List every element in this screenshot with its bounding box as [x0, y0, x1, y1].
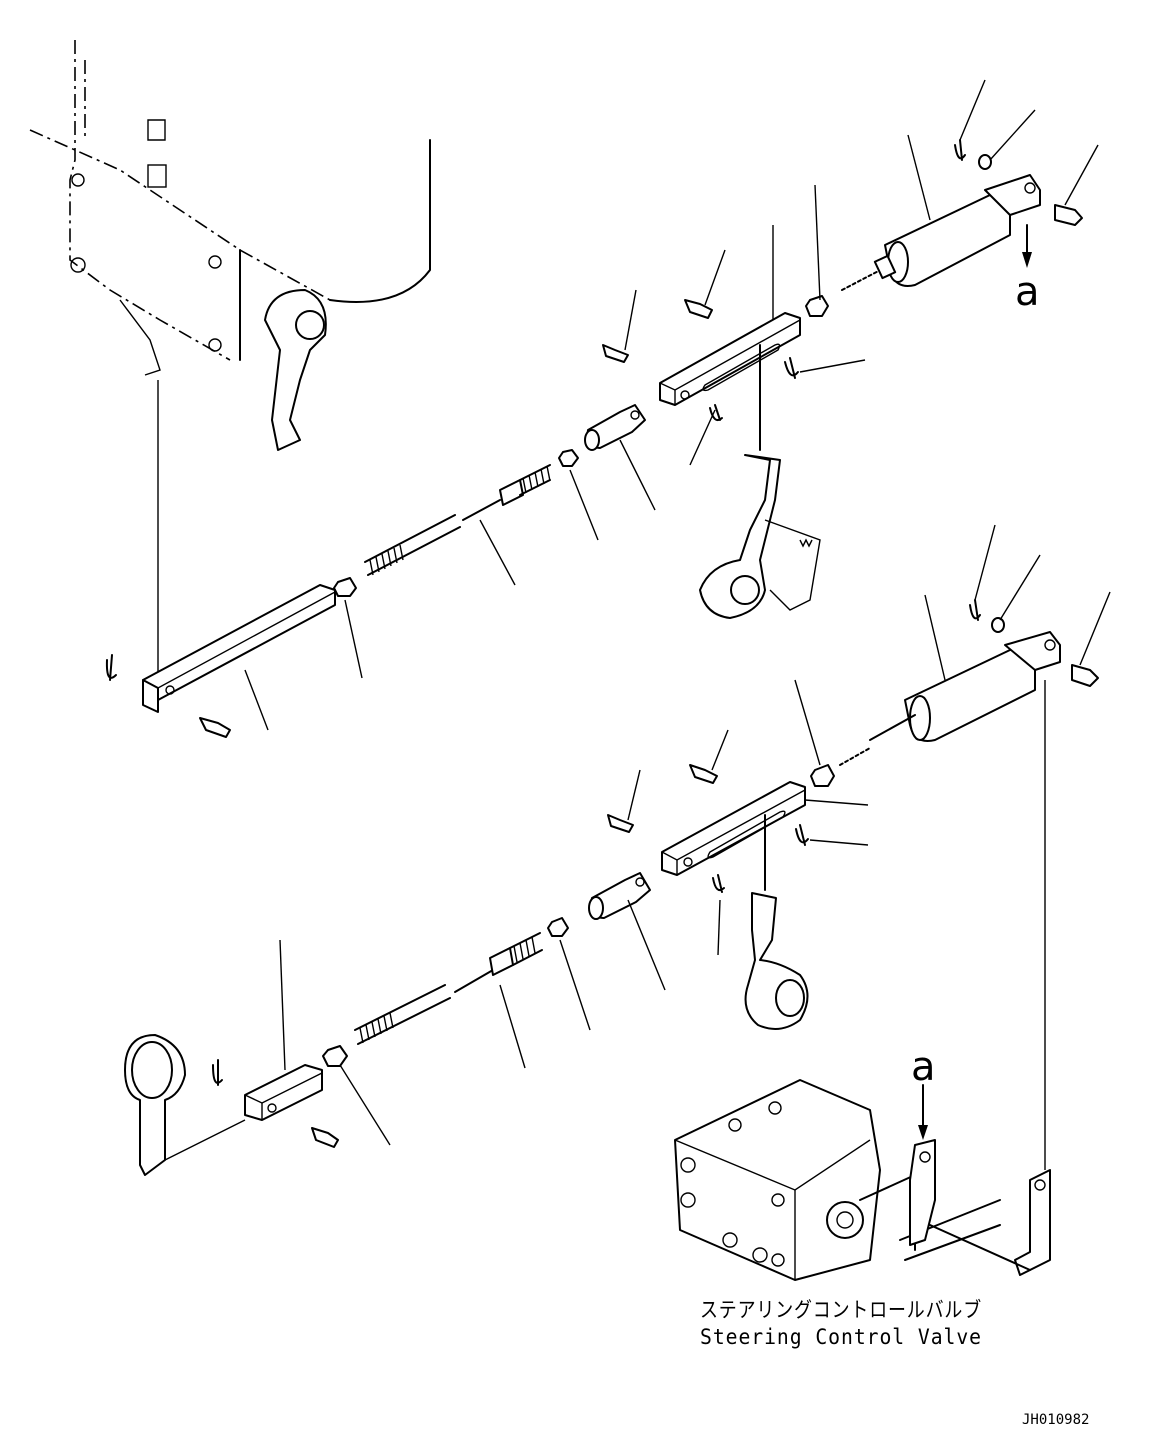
upper-pin-a: [684, 299, 713, 319]
upper-assembly: a: [105, 139, 1083, 738]
steering-control-valve: a: [674, 1044, 1051, 1281]
upper-square-bar: [142, 584, 336, 713]
upper-pin-right: [1054, 204, 1083, 226]
drawing-code: JH010982: [1022, 1412, 1089, 1428]
upper-washer: [978, 154, 992, 170]
lower-pin-b: [607, 814, 634, 833]
lower-leaders: [279, 524, 1111, 1170]
upper-bar-pin: [199, 717, 231, 738]
arrow-a-bottom-label: a: [911, 1044, 936, 1090]
upper-nut-b: [558, 449, 579, 467]
frame-body: [29, 40, 431, 451]
lower-pin-a: [689, 764, 718, 784]
lower-block-pin: [311, 1127, 339, 1148]
upper-cylinder: [841, 174, 1041, 291]
upper-cotter: [954, 139, 966, 161]
upper-slotted-bar: [659, 312, 801, 406]
lower-washer: [991, 617, 1005, 633]
upper-nut-c: [333, 577, 357, 597]
lower-lever: [744, 892, 809, 1030]
lower-block: [244, 1064, 323, 1121]
lower-cylinder: [839, 631, 1061, 766]
arrow-a-top-label: a: [1015, 269, 1040, 315]
upper-lever: [699, 454, 781, 619]
upper-nut-a: [805, 295, 829, 317]
valve-label-en: Steering Control Valve: [700, 1325, 982, 1349]
lower-threaded-rod: [489, 947, 514, 976]
valve-lever-b: [1014, 1169, 1051, 1276]
valve-lever-a: [909, 1139, 936, 1246]
lower-nut-a: [810, 764, 835, 787]
upper-pin-b: [602, 344, 629, 363]
valve-label-jp: ステアリングコントロールバルブ: [700, 1298, 982, 1322]
lower-left-lever: [124, 1034, 186, 1176]
lower-assembly: [124, 599, 1099, 1176]
upper-threaded-rod: [499, 479, 524, 506]
lower-pin-right: [1071, 664, 1099, 687]
lower-nut-c: [322, 1045, 348, 1067]
lower-slotted-bar: [661, 781, 806, 876]
upper-leaders: [244, 79, 1099, 731]
lower-nut-b: [547, 917, 569, 937]
